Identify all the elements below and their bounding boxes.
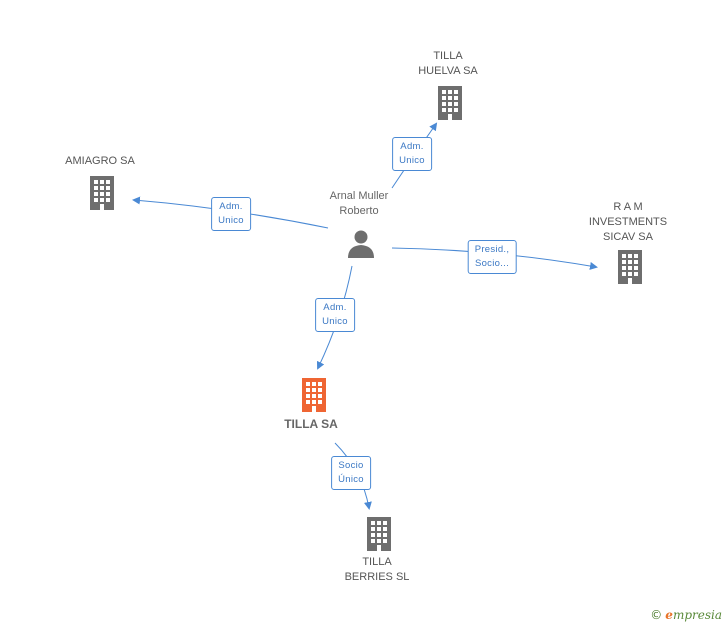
node-label-person[interactable]: Arnal Muller Roberto xyxy=(329,190,389,217)
edge-label-to-ram[interactable]: Presid., Socio... xyxy=(467,240,517,274)
brand-name: mpresia xyxy=(672,608,722,622)
person-icon[interactable] xyxy=(346,229,376,259)
node-label-ram[interactable]: R A M INVESTMENTS SICAV SA xyxy=(588,201,668,243)
node-label-amiagro[interactable]: AMIAGRO SA xyxy=(65,155,135,167)
building-icon[interactable] xyxy=(86,174,118,210)
building-icon[interactable] xyxy=(614,248,646,284)
node-label-tilla-berries[interactable]: TILLA BERRIES SL xyxy=(344,556,410,583)
edge-label-to-tilla-sa[interactable]: Adm. Unico xyxy=(315,298,355,332)
node-label-tilla-sa[interactable]: TILLA SA xyxy=(284,417,338,431)
brand-initial: e xyxy=(665,608,673,622)
building-icon[interactable] xyxy=(298,376,330,412)
empresia-logo[interactable]: ©empresia xyxy=(650,608,722,622)
edge-label-to-berries[interactable]: Socio Único xyxy=(331,456,371,490)
edge-label-to-huelva[interactable]: Adm. Unico xyxy=(392,137,432,171)
copyright-icon: © xyxy=(650,608,663,622)
edge-label-to-amiagro[interactable]: Adm. Unico xyxy=(211,197,251,231)
building-icon[interactable] xyxy=(363,515,395,551)
building-icon[interactable] xyxy=(434,84,466,120)
node-label-tilla-huelva[interactable]: TILLA HUELVA SA xyxy=(418,50,478,77)
